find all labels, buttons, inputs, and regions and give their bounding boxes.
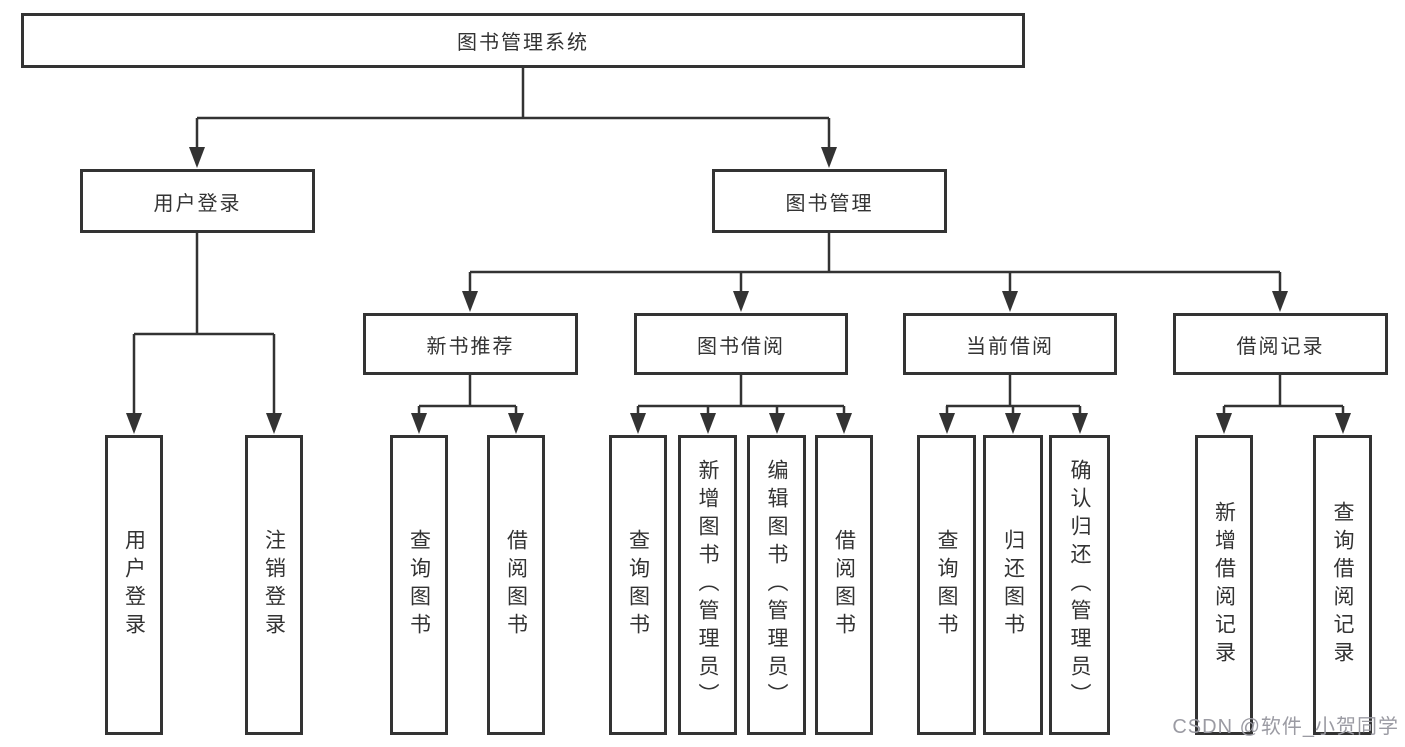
- arrowhead: [266, 413, 282, 434]
- leaf-borrow-query-books: 查询图书: [609, 435, 667, 735]
- connector-newbook-to-leaves: [417, 375, 518, 416]
- arrowhead: [189, 147, 205, 168]
- arrowhead: [1005, 413, 1021, 434]
- arrowhead: [508, 413, 524, 434]
- leaf-label: 借阅图书: [504, 529, 528, 641]
- leaf-return-books: 归还图书: [983, 435, 1043, 735]
- node-borrowing-records: 借阅记录: [1173, 313, 1388, 375]
- connector-userlogin-to-leaves: [132, 233, 276, 416]
- node-user-login: 用户登录: [80, 169, 315, 233]
- leaf-add-books-admin: 新增图书（管理员）: [678, 435, 737, 735]
- leaf-confirm-return-admin: 确认归还（管理员）: [1049, 435, 1110, 735]
- leaf-label: 借阅图书: [832, 529, 856, 641]
- connector-currentborrow-to-leaves: [945, 375, 1082, 416]
- leaf-label: 注销登录: [262, 529, 286, 641]
- leaf-label: 查询图书: [407, 529, 431, 641]
- node-label: 图书管理: [785, 192, 874, 215]
- arrowhead: [836, 413, 852, 434]
- leaf-current-query-books: 查询图书: [917, 435, 976, 735]
- leaf-logout: 注销登录: [245, 435, 303, 735]
- arrowhead: [126, 413, 142, 434]
- leaf-label: 查询图书: [626, 529, 650, 641]
- node-label: 新书推荐: [426, 335, 515, 358]
- arrowhead: [1272, 291, 1288, 312]
- arrowhead: [821, 147, 837, 168]
- connector-root-to-level2: [195, 68, 831, 150]
- arrowhead: [1335, 413, 1351, 434]
- leaf-label: 归还图书: [1001, 529, 1025, 641]
- arrowhead: [1072, 413, 1088, 434]
- node-label: 用户登录: [153, 192, 242, 215]
- leaf-query-borrow-record: 查询借阅记录: [1313, 435, 1372, 735]
- leaf-edit-books-admin: 编辑图书（管理员）: [747, 435, 806, 735]
- arrowhead: [733, 291, 749, 312]
- arrowhead: [1002, 291, 1018, 312]
- arrowhead: [630, 413, 646, 434]
- leaf-label: 新增借阅记录: [1212, 501, 1236, 669]
- arrowhead: [700, 413, 716, 434]
- connector-bookborrow-to-leaves: [636, 375, 846, 416]
- leaf-label: 编辑图书（管理员）: [765, 459, 788, 711]
- leaf-borrow-books: 借阅图书: [815, 435, 873, 735]
- node-label: 当前借阅: [966, 335, 1054, 358]
- node-label: 借阅记录: [1236, 335, 1325, 358]
- arrowhead: [939, 413, 955, 434]
- connector-bookmgmt-to-level3: [468, 233, 1282, 294]
- leaf-recommend-query-books: 查询图书: [390, 435, 448, 735]
- node-library-management-system: 图书管理系统: [21, 13, 1025, 68]
- leaf-label: 新增图书（管理员）: [696, 459, 719, 711]
- leaf-user-login: 用户登录: [105, 435, 163, 735]
- node-book-management: 图书管理: [712, 169, 947, 233]
- arrowhead: [411, 413, 427, 434]
- node-book-borrowing: 图书借阅: [634, 313, 848, 375]
- leaf-label: 确认归还（管理员）: [1068, 459, 1091, 711]
- arrowhead: [1216, 413, 1232, 434]
- node-label: 图书管理系统: [457, 32, 589, 54]
- arrowhead: [462, 291, 478, 312]
- node-new-book-recommendation: 新书推荐: [363, 313, 578, 375]
- leaf-label: 查询借阅记录: [1331, 501, 1354, 669]
- node-label: 图书借阅: [697, 335, 785, 358]
- leaf-label: 查询图书: [935, 529, 958, 641]
- csdn-watermark: CSDN @软件_小贺同学: [1172, 716, 1399, 738]
- arrowhead: [769, 413, 785, 434]
- node-current-borrowing: 当前借阅: [903, 313, 1117, 375]
- leaf-recommend-borrow-books: 借阅图书: [487, 435, 545, 735]
- connector-records-to-leaves: [1222, 375, 1345, 416]
- leaf-label: 用户登录: [122, 529, 146, 641]
- leaf-add-borrow-record: 新增借阅记录: [1195, 435, 1253, 735]
